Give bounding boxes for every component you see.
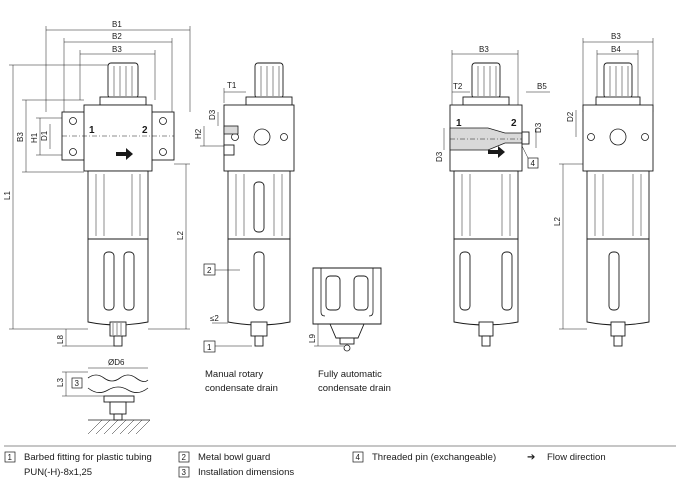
dim-b3-section: B3 <box>479 45 489 54</box>
note-manual-line1: Manual rotary <box>205 369 263 380</box>
dim-h2: H2 <box>194 128 203 139</box>
dim-l9: L9 <box>308 334 317 343</box>
dim-l2: L2 <box>176 231 185 240</box>
port-2-label: 2 <box>142 125 148 136</box>
callout-4: 4 <box>531 159 536 168</box>
dim-d2: D2 <box>566 111 575 122</box>
dim-gap: ≤2 <box>210 314 219 323</box>
legend-2-number: 2 <box>182 453 187 462</box>
legend-2-text: Metal bowl guard <box>198 452 270 463</box>
dim-l1: L1 <box>3 191 12 200</box>
legend: 1 Barbed fitting for plastic tubing PUN(… <box>4 445 676 478</box>
dim-b4: B4 <box>611 45 621 54</box>
port-1-section: 1 <box>456 118 462 129</box>
dim-d3-a: D3 <box>208 109 217 120</box>
dim-d3-b: D3 <box>534 122 543 133</box>
dim-t2: T2 <box>453 82 463 91</box>
legend-4-text: Threaded pin (exchangeable) <box>372 452 496 463</box>
dim-h1: H1 <box>30 132 39 143</box>
dim-l2-rear: L2 <box>553 217 562 226</box>
legend-flow-text: Flow direction <box>547 452 606 463</box>
note-auto-line1: Fully automatic <box>318 369 382 380</box>
callout-2: 2 <box>207 266 212 275</box>
port-1-label: 1 <box>89 125 95 136</box>
side-view-metal-bowl: T1 D3 H2 2 ≤2 1 Manual rotary condensate… <box>194 62 295 394</box>
dim-d1: D1 <box>40 130 49 141</box>
flow-direction-icon: ➔ <box>527 452 535 463</box>
dim-b3-left: B3 <box>16 132 25 142</box>
flow-arrow-section-icon <box>488 146 505 158</box>
note-auto-line2: condensate drain <box>318 383 391 394</box>
dim-d6: ØD6 <box>108 358 125 367</box>
port-2-section: 2 <box>511 118 517 129</box>
legend-1-number: 1 <box>8 453 13 462</box>
legend-1-line2: PUN(-H)-8x1,25 <box>24 467 92 478</box>
dim-l8: L8 <box>56 335 65 344</box>
legend-1-line1: Barbed fitting for plastic tubing <box>24 452 152 463</box>
dim-b1: B1 <box>112 20 122 29</box>
dim-b3: B3 <box>112 45 122 54</box>
note-manual-line2: condensate drain <box>205 383 278 394</box>
callout-1: 1 <box>207 343 212 352</box>
rear-view: B3 B4 D2 L2 <box>553 32 654 347</box>
legend-4-number: 4 <box>356 453 361 462</box>
legend-3-number: 3 <box>182 468 187 477</box>
dim-l3: L3 <box>56 378 65 387</box>
front-view: B1 B2 B3 1 2 B3 H1 D1 <box>3 20 191 435</box>
dim-b3-rear: B3 <box>611 32 621 41</box>
auto-drain-detail: L9 Fully automatic condensate drain <box>308 267 391 394</box>
legend-3-text: Installation dimensions <box>198 467 294 478</box>
flow-arrow-icon <box>116 148 133 160</box>
callout-3: 3 <box>75 379 80 388</box>
dim-t1: T1 <box>227 81 237 90</box>
dim-d3-c: D3 <box>435 151 444 162</box>
section-view: B3 1 2 T2 B5 D3 D3 4 <box>435 45 550 347</box>
dim-b5: B5 <box>537 82 547 91</box>
dim-b2: B2 <box>112 32 122 41</box>
